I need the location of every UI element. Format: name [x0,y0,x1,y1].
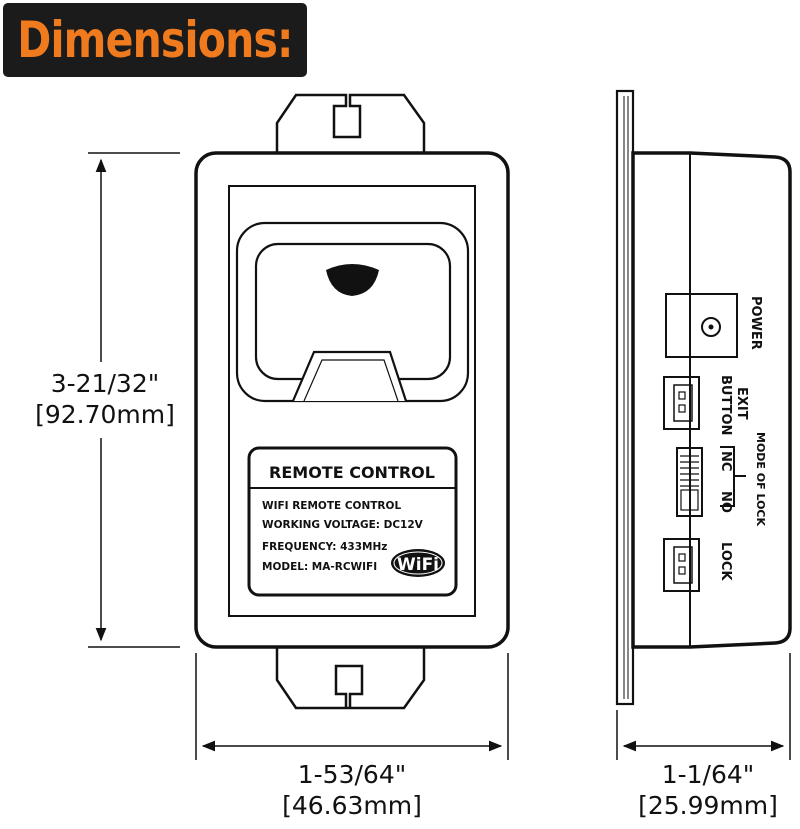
recess-ramp [291,350,408,402]
label-line-3: FREQUENCY: 433MHz [262,541,387,553]
front-face-plate [228,185,476,617]
side-view [615,89,792,706]
side-bracket [615,89,635,706]
width-fraction: 1-53/64" [297,760,407,789]
label-title: REMOTE CONTROL [269,463,435,482]
indicator-oval [326,264,379,296]
exit-label: EXIT [734,387,749,420]
lock-connector [663,538,700,592]
wifi-logo: WiFi [391,549,445,577]
power-label: POWER [748,296,763,350]
nc-label: NC [718,451,733,471]
height-fraction: 3-21/32" [50,369,160,398]
banner-title: Dimensions: [17,11,293,69]
depth-fraction: 1-1/64" [661,760,755,789]
bottom-mounting-tab [275,645,426,710]
top-mounting-tab [275,93,426,155]
height-dimension-label: 3-21/32" [92.70mm] [18,368,192,430]
mode-of-lock-label: MODE OF LOCK [754,432,767,527]
width-metric: [46.63mm] [282,791,422,820]
no-label: NO [718,491,733,513]
width-dimension [195,653,509,760]
depth-metric: [25.99mm] [638,791,778,820]
dimensions-banner: Dimensions: [3,3,307,77]
height-label-bg [20,362,190,438]
exit-button-connector [663,376,700,430]
button-label: BUTTON [718,375,733,435]
front-view [194,93,510,710]
label-plate [247,446,458,597]
recess-ramp-inner [303,359,399,402]
lock-label: LOCK [718,542,733,581]
wifi-logo-text: WiFi [397,555,439,575]
width-dimension-label: 1-53/64" [46.63mm] [246,759,458,821]
power-jack [665,293,738,358]
depth-dimension-label: 1-1/64" [25.99mm] [620,759,796,821]
label-line-4: MODEL: MA-RCWIFI [262,561,377,573]
height-metric: [92.70mm] [35,400,175,429]
label-line-1: WIFI REMOTE CONTROL [262,500,401,512]
mode-switch [676,447,703,517]
side-housing [631,151,792,649]
depth-dimension [616,653,791,760]
label-line-2: WORKING VOLTAGE: DC12V [262,519,424,531]
